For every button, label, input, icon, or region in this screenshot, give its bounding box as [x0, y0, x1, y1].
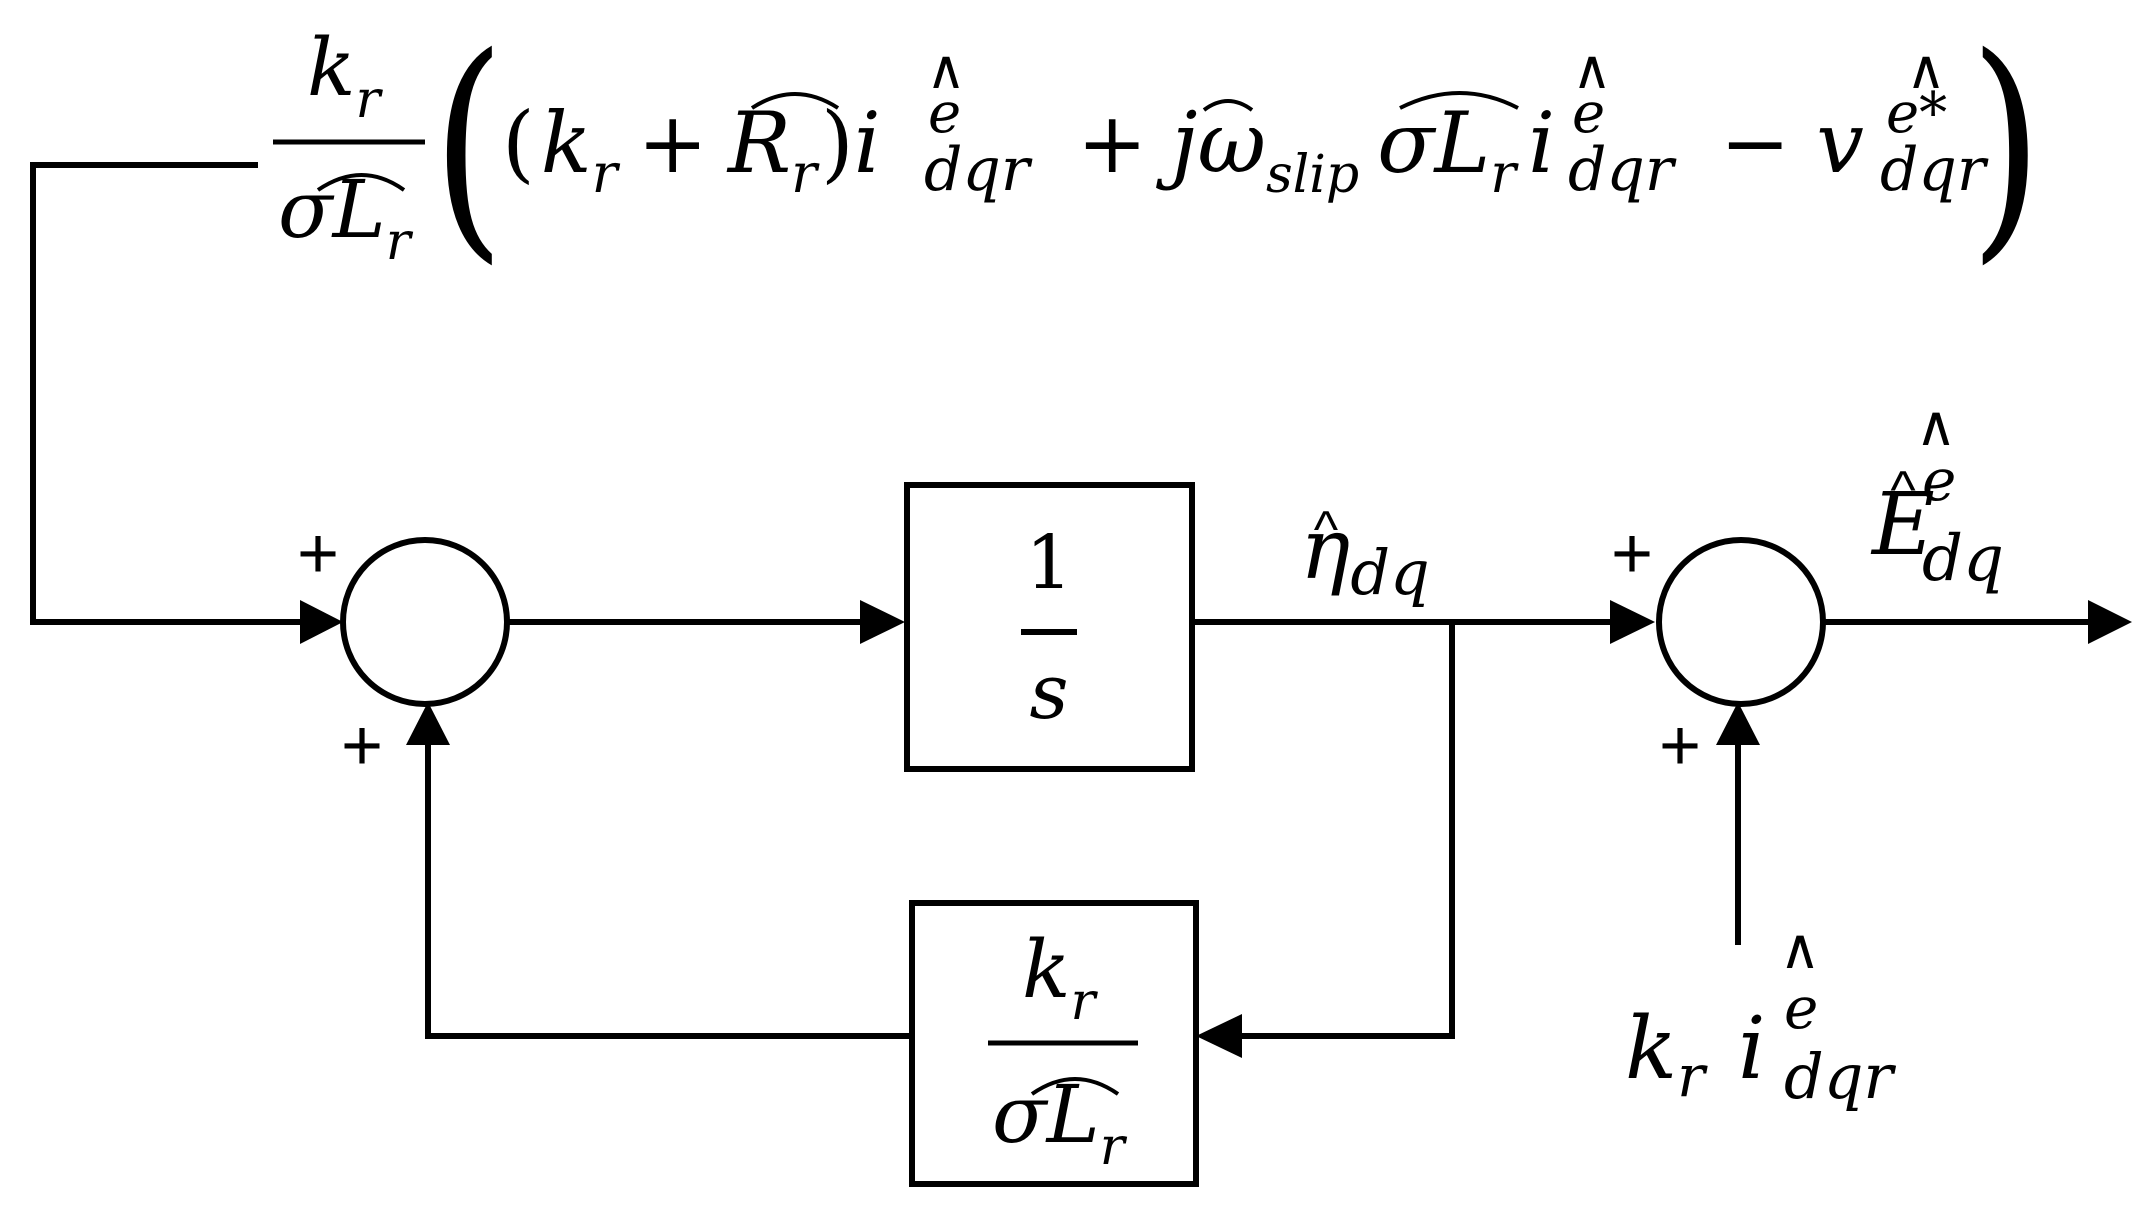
- input-term2-hat: ∧: [1572, 40, 1612, 100]
- input-term3-sup: e*: [1886, 81, 1947, 146]
- feedback-denominator: σLr: [992, 1068, 1128, 1177]
- integrator-block: [904, 482, 1195, 772]
- arrowhead-integrator: [860, 600, 905, 644]
- feedback-numerator: kr: [1022, 923, 1098, 1032]
- input-wire: [30, 162, 300, 625]
- output-label-E: E: [1870, 475, 1935, 575]
- bottom-input-k: kr: [1625, 999, 1708, 1110]
- arrowhead-sum1-bottom: [406, 702, 450, 745]
- arrowhead-feedback-block: [1196, 1014, 1242, 1058]
- feedback-hat-arc: [1030, 1077, 1120, 1096]
- feedback-tap-wire: [1242, 622, 1455, 1039]
- input-coef-numerator: kr: [307, 21, 383, 130]
- bottom-input-sup: e: [1784, 974, 1818, 1042]
- feedback-return-wire: [425, 745, 910, 1039]
- input-term3: −v: [1720, 94, 1864, 192]
- arrowhead-sum1-left: [300, 600, 343, 644]
- output-sup: e: [1922, 446, 1956, 514]
- sum2-plus-left: +: [1611, 514, 1653, 594]
- input-term3-hat: ∧: [1906, 40, 1946, 100]
- input-term1-R-hat: [750, 92, 840, 110]
- arrowhead-sum2-left: [1610, 600, 1655, 644]
- arrowhead-sum2-bottom: [1716, 702, 1760, 745]
- input-term2-sub: dqr: [1568, 135, 1677, 205]
- input-term1-sup: e: [928, 81, 961, 146]
- input-term2-L-hat: [1399, 91, 1519, 110]
- bottom-input-i: i: [1738, 999, 1766, 1099]
- integrator-denominator: s: [1029, 647, 1068, 736]
- integrator-numerator: 1: [1025, 520, 1072, 606]
- input-term2-sup: e: [1572, 81, 1605, 146]
- input-coef-denominator: σLr: [278, 163, 414, 272]
- arrowhead-output: [2088, 600, 2132, 644]
- input-term3-sub: dqr: [1880, 135, 1989, 205]
- sum1-plus-bottom: +: [341, 706, 383, 786]
- eta-hat: ^: [1314, 501, 1339, 559]
- sum2-plus-bottom: +: [1659, 706, 1701, 786]
- input-coef-hat-arc: [316, 173, 406, 192]
- output-hat: ^: [1890, 460, 1916, 520]
- eta-label: ηdq: [1300, 500, 1430, 609]
- output-sub: dq: [1922, 522, 2004, 596]
- sum1-plus-left: +: [297, 514, 339, 594]
- feedback-gain-block: [909, 900, 1199, 1187]
- input-paren-close: ): [1969, 5, 2042, 285]
- bottom-input-hat: ∧: [1780, 917, 1821, 980]
- bottom-input-sub: dqr: [1784, 1040, 1896, 1113]
- input-term1-hat: ∧: [926, 40, 966, 100]
- summing-junction-1: [340, 537, 510, 707]
- summing-junction-2: [1656, 537, 1826, 707]
- output-hat-wedge: ∧: [1916, 394, 1957, 457]
- input-term1: (kr+Rr)i: [502, 94, 881, 205]
- input-paren-open: (: [432, 5, 505, 285]
- input-term2-omega-hat: [1202, 99, 1254, 112]
- input-term1-sub: dqr: [924, 135, 1033, 205]
